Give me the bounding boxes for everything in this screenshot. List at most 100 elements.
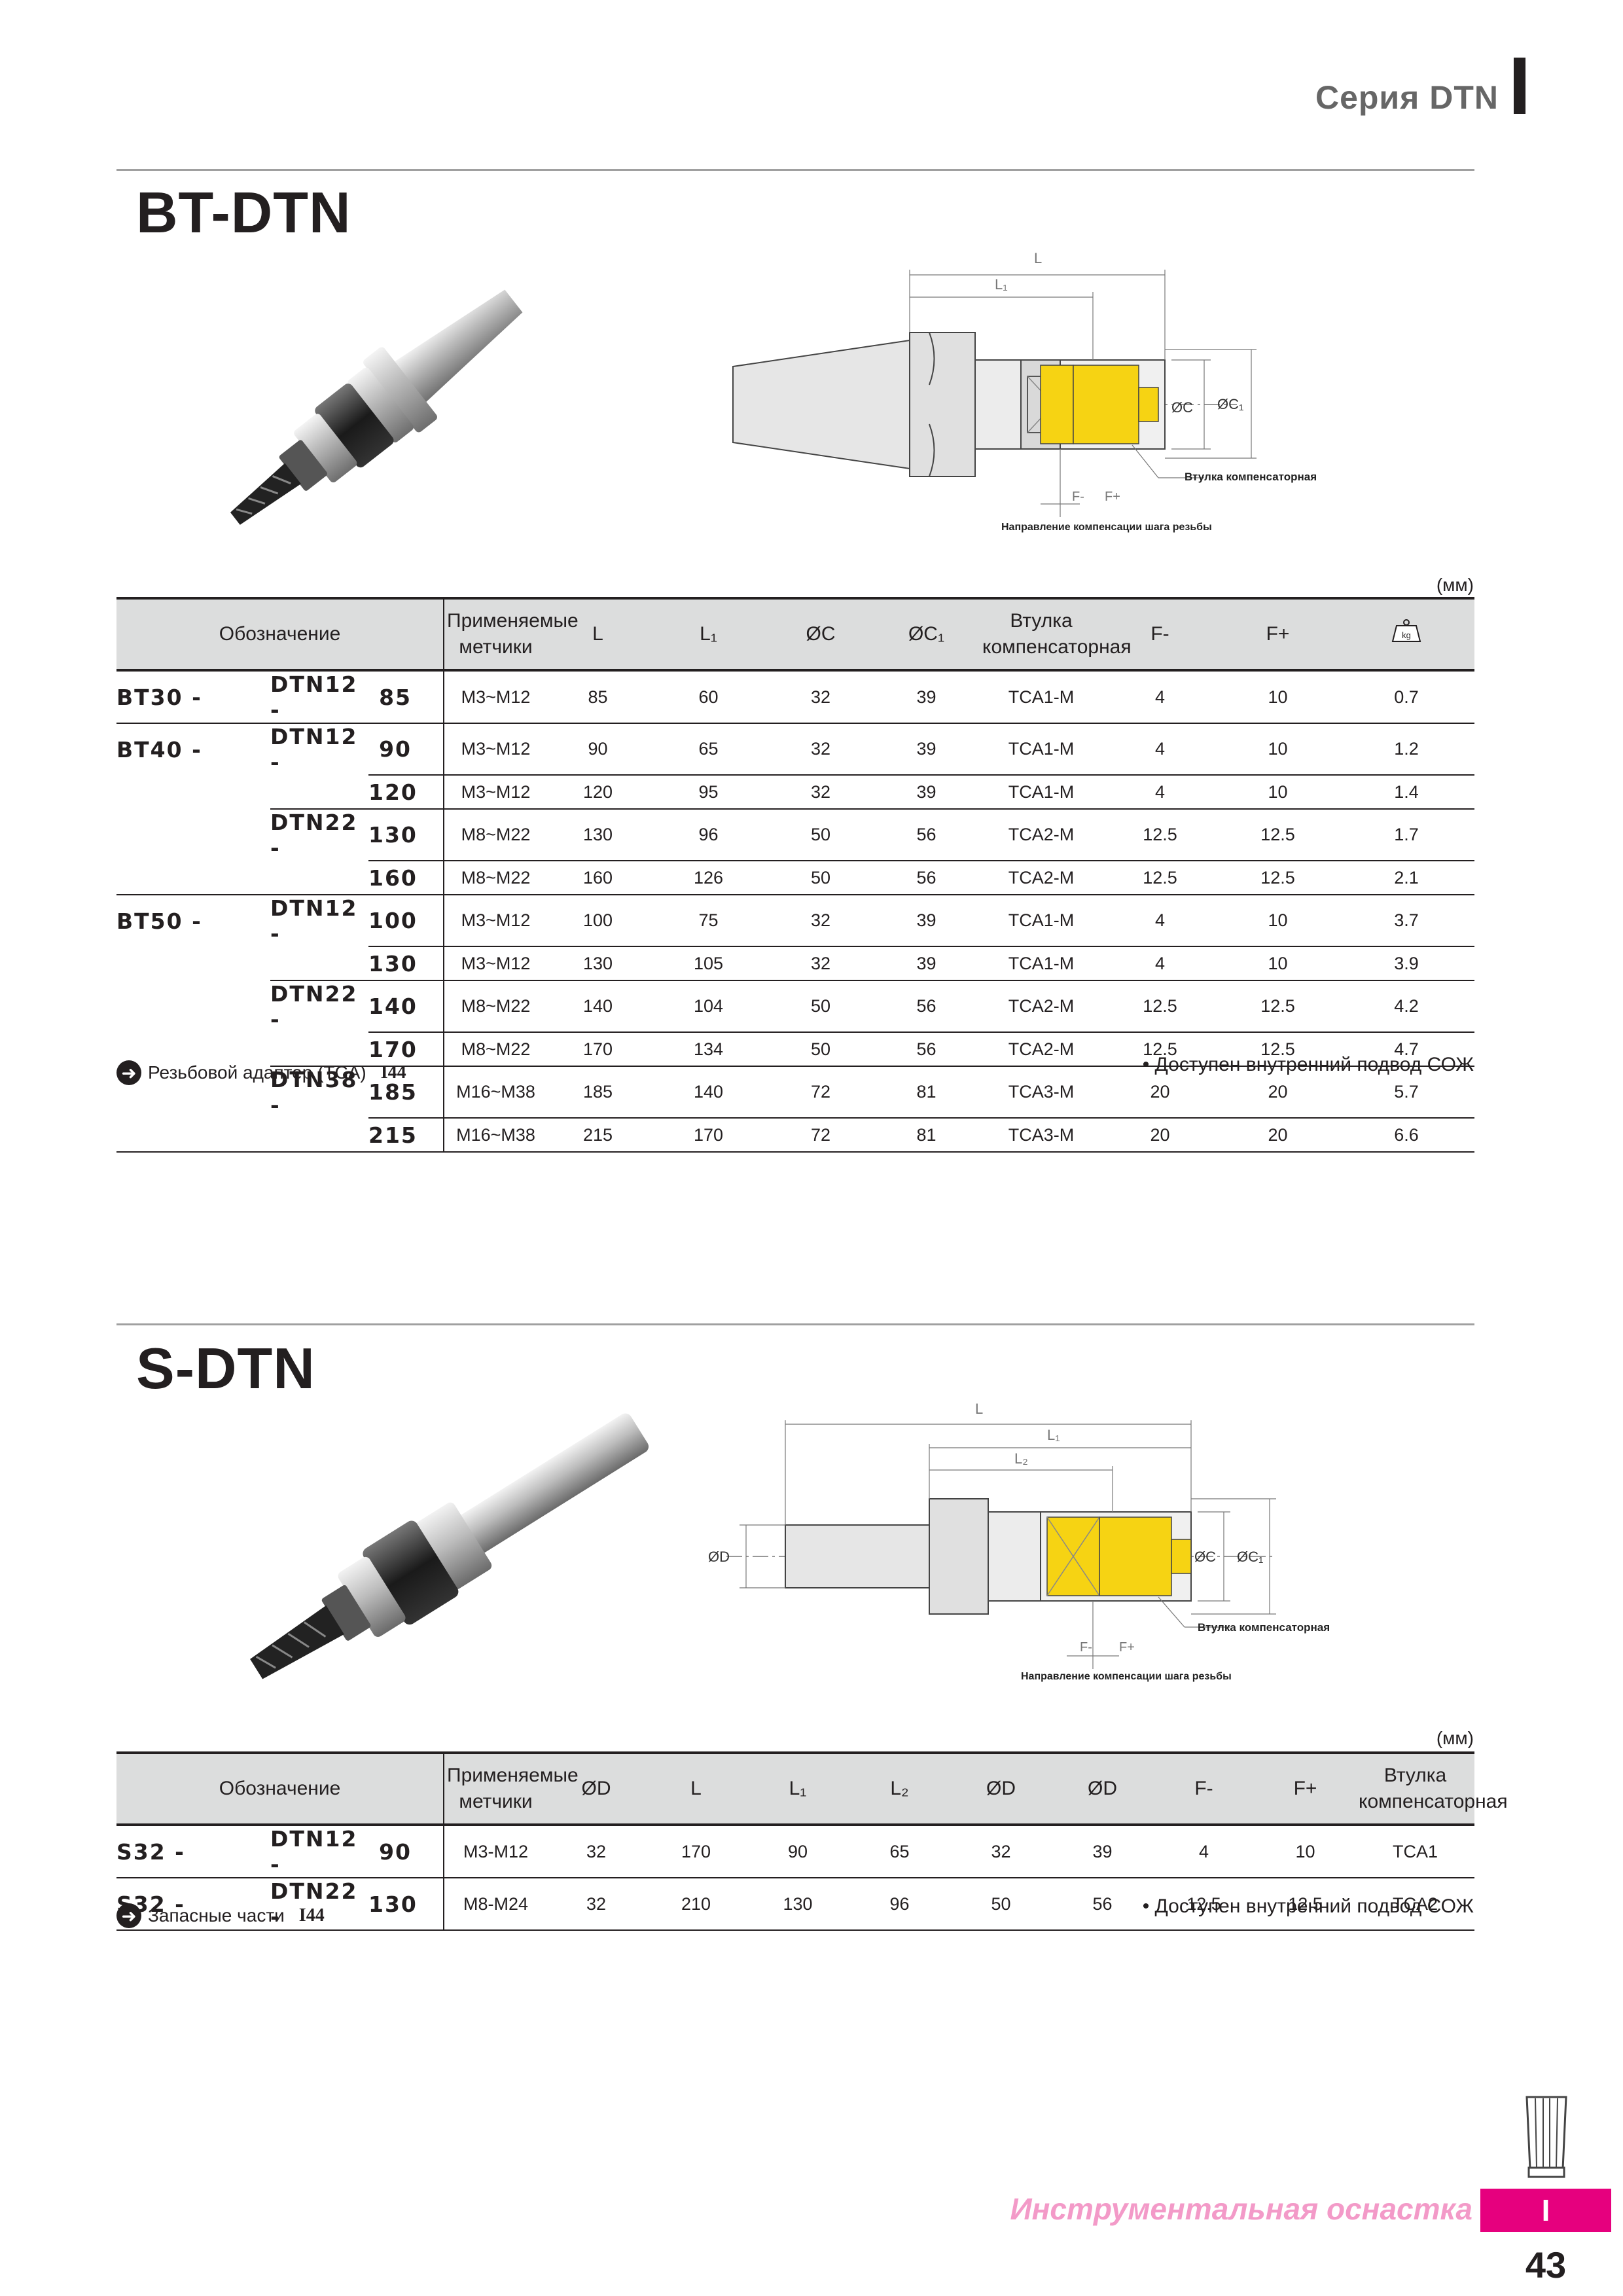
s-label-direction: Направление компенсации шага резьбы [1021,1671,1232,1682]
header-sleeve: Втулка компенсаторная [980,597,1132,672]
table-cell: 10 [1217,775,1339,810]
note-ref: I44 [298,1905,325,1926]
s-label-dd: ØD [708,1549,730,1565]
table-cell: DTN12 - [270,724,358,775]
table-cell: 5.7 [1338,1066,1475,1119]
table-cell: M3~M12 [444,670,548,724]
table-cell [270,946,368,981]
coolant-note: • Доступен внутренний подвод СОЖ [1142,1054,1474,1075]
table-cell [270,861,368,895]
header-fminus: F- [1103,597,1218,672]
table-cell: 12.5 [1103,861,1218,895]
table-cell: 185 [368,1066,445,1119]
note-ref: I44 [380,1062,406,1083]
table-cell: S32 - [116,1825,270,1878]
table-cell: BT40 - [116,736,202,762]
table-cell: M3~M12 [444,946,548,981]
table-cell [116,861,270,895]
header-l2: L₂ [849,1751,951,1826]
bt-label-fplus: F+ [1105,490,1120,504]
collet-icon [1525,2096,1567,2178]
table-cell: 85 [368,670,445,724]
table-cell: 60 [649,670,769,724]
table-cell: DTN12 - [270,670,368,724]
table-cell: 130 [368,946,445,981]
table-cell: TCA3-M [980,1118,1103,1153]
bt-label-fminus: F- [1072,490,1084,504]
header-fminus: F- [1153,1751,1255,1826]
table-cell: DTN12 - [270,1825,368,1878]
table-cell: 50 [768,980,874,1033]
table-cell: BT50 - [116,908,202,934]
table-header-row: Обозначение Применяемые метчики L L₁ ØC … [116,597,1475,672]
table-cell: 210 [645,1878,747,1931]
table-cell [116,775,270,809]
section-rule [116,1323,1474,1325]
table-cell: 130 [368,809,445,861]
header-designation: Обозначение [116,597,445,672]
table-cell: 4 [1103,946,1218,981]
table-cell: 10 [1217,670,1339,724]
table-cell: 39 [873,775,980,810]
table-cell: 12.5 [1103,1032,1218,1067]
table-cell: 4 [1103,723,1218,776]
section-title-s-dtn: S-DTN [136,1336,315,1401]
table-cell: 32 [768,670,874,724]
header-dd-3: ØD [1052,1751,1154,1826]
s-label-fminus: F- [1080,1640,1092,1655]
table-cell: 12.5 [1217,980,1339,1033]
table-cell [116,980,270,1032]
table-cell: 20 [1217,1066,1339,1119]
table-cell: TCA2-M [980,1032,1103,1067]
bt-label-dc: ØC [1171,399,1193,416]
note-link-spare-parts[interactable]: ➜ Запасные части I44 [116,1903,325,1928]
table-cell: TCA1 [1356,1825,1475,1878]
table-cell: 4 [1153,1825,1255,1878]
table-cell: M8~M22 [444,809,548,861]
table-cell: 1.4 [1338,775,1475,810]
header-taps: Применяемые метчики [444,1751,579,1826]
bt-label-l1: L₁ [995,276,1008,293]
table-cell: 105 [649,946,769,981]
header-dd: ØD [547,1751,646,1826]
note-link-text: Запасные части [148,1905,285,1926]
table-cell [270,1118,368,1153]
table-cell: M16~M38 [444,1118,548,1153]
table-cell: 170 [649,1118,769,1153]
table-cell: 32 [768,946,874,981]
table-cell: TCA1-M [980,670,1103,724]
table-cell: 1.7 [1338,809,1475,861]
table-cell: 50 [768,861,874,895]
table-cell: TCA2 [1356,1878,1475,1931]
table-cell: 130 [547,809,649,861]
header-taps: Применяемые метчики [444,597,579,672]
s-dtn-product-photo [250,1413,649,1679]
table-cell [116,946,270,980]
table-cell: 85 [547,670,649,724]
table-cell: M3~M12 [444,775,548,810]
s-label-sleeve: Втулка компенсаторная [1198,1621,1330,1634]
table-cell: 39 [873,723,980,776]
table-cell: 56 [873,1032,980,1067]
table-cell: 90 [368,1825,445,1878]
table-cell: DTN22 - [270,810,358,861]
s-label-l: L [975,1401,983,1417]
table-cell: 12.5 [1217,1032,1339,1067]
table-cell: DTN22 - [270,1878,368,1931]
note-link-adapter[interactable]: ➜ Резьбовой адаптер (TCA) I44 [116,1060,406,1085]
table-cell: 185 [547,1066,649,1119]
table-cell: 75 [649,895,769,947]
table-cell: 56 [1052,1878,1154,1931]
table-cell: 90 [547,723,649,776]
coolant-note: • Доступен внутренний подвод СОЖ [1142,1895,1474,1917]
header-sleeve: Втулка компенсаторная [1356,1751,1508,1826]
table-cell: 50 [768,809,874,861]
table-cell: M3-M12 [444,1825,548,1878]
section-title-bt-dtn: BT-DTN [136,180,351,245]
table-cell: 170 [547,1032,649,1067]
table-cell: 140 [649,1066,769,1119]
